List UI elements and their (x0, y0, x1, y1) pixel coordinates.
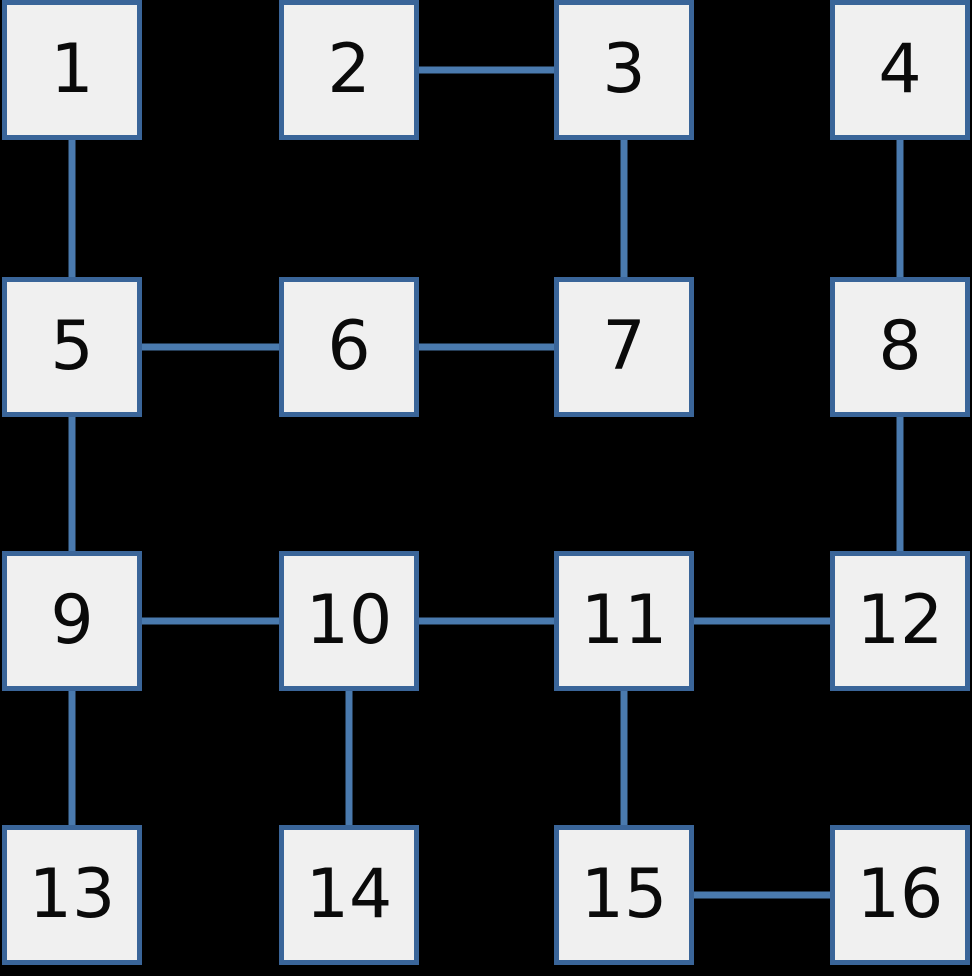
node-label: 8 (878, 307, 922, 386)
node-label: 16 (856, 855, 944, 934)
node-14[interactable]: 14 (279, 825, 419, 965)
node-7[interactable]: 7 (554, 277, 694, 417)
node-label: 10 (305, 581, 393, 660)
node-label: 2 (327, 30, 371, 109)
node-label: 13 (28, 855, 116, 934)
node-2[interactable]: 2 (279, 0, 419, 140)
node-9[interactable]: 9 (2, 551, 142, 691)
node-label: 14 (305, 855, 393, 934)
node-label: 1 (50, 30, 94, 109)
node-label: 11 (580, 581, 668, 660)
node-label: 4 (878, 30, 922, 109)
node-label: 7 (602, 307, 646, 386)
node-label: 12 (856, 581, 944, 660)
node-16[interactable]: 16 (830, 825, 970, 965)
node-label: 5 (50, 307, 94, 386)
node-4[interactable]: 4 (830, 0, 970, 140)
node-15[interactable]: 15 (554, 825, 694, 965)
node-label: 15 (580, 855, 668, 934)
node-label: 3 (602, 30, 646, 109)
node-label: 9 (50, 581, 94, 660)
node-1[interactable]: 1 (2, 0, 142, 140)
node-5[interactable]: 5 (2, 277, 142, 417)
node-10[interactable]: 10 (279, 551, 419, 691)
node-12[interactable]: 12 (830, 551, 970, 691)
node-13[interactable]: 13 (2, 825, 142, 965)
node-8[interactable]: 8 (830, 277, 970, 417)
node-3[interactable]: 3 (554, 0, 694, 140)
node-6[interactable]: 6 (279, 277, 419, 417)
node-label: 6 (327, 307, 371, 386)
node-11[interactable]: 11 (554, 551, 694, 691)
